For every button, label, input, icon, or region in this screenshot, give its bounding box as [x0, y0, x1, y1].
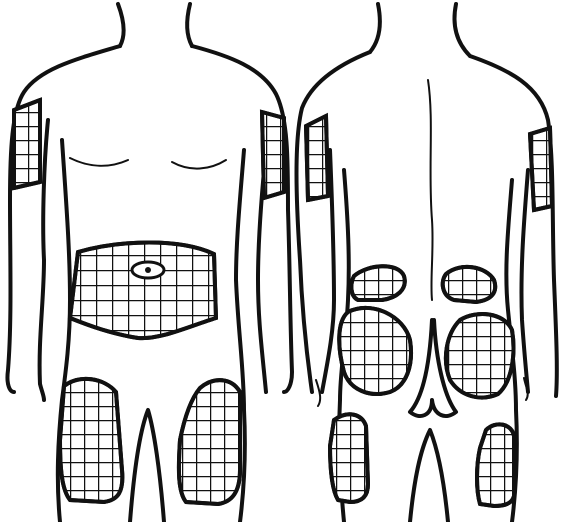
- front-crotch: [130, 410, 164, 522]
- back-right-lowerback-zone: [443, 267, 495, 302]
- spine-line: [428, 80, 433, 300]
- front-right-thigh-zone: [179, 380, 240, 504]
- front-chest-right: [172, 160, 226, 169]
- front-chest-left: [70, 158, 128, 166]
- front-left-thigh-zone: [60, 379, 122, 502]
- back-right-buttock-zone: [446, 314, 514, 398]
- back-neck-left: [370, 4, 380, 52]
- front-right-arm-zone: [262, 112, 284, 198]
- front-neck-outline: [118, 4, 124, 46]
- front-left-outline: [7, 46, 120, 392]
- front-left-arm-zone: [14, 100, 40, 188]
- back-right-inner-arm: [521, 170, 528, 392]
- back-left-lowerback-zone: [351, 266, 404, 300]
- back-left-hand: [316, 380, 320, 406]
- back-left-arm-zone: [306, 116, 328, 200]
- back-left-thigh-zone: [330, 414, 368, 502]
- back-left-buttock-zone: [339, 308, 411, 394]
- back-right-arm-zone: [530, 128, 552, 210]
- front-neck-outline-right: [187, 4, 192, 46]
- back-right-thigh-zone: [477, 424, 514, 506]
- back-neck-right: [455, 4, 470, 56]
- back-legs-inner: [410, 430, 448, 522]
- front-abdomen-zone: [70, 243, 216, 339]
